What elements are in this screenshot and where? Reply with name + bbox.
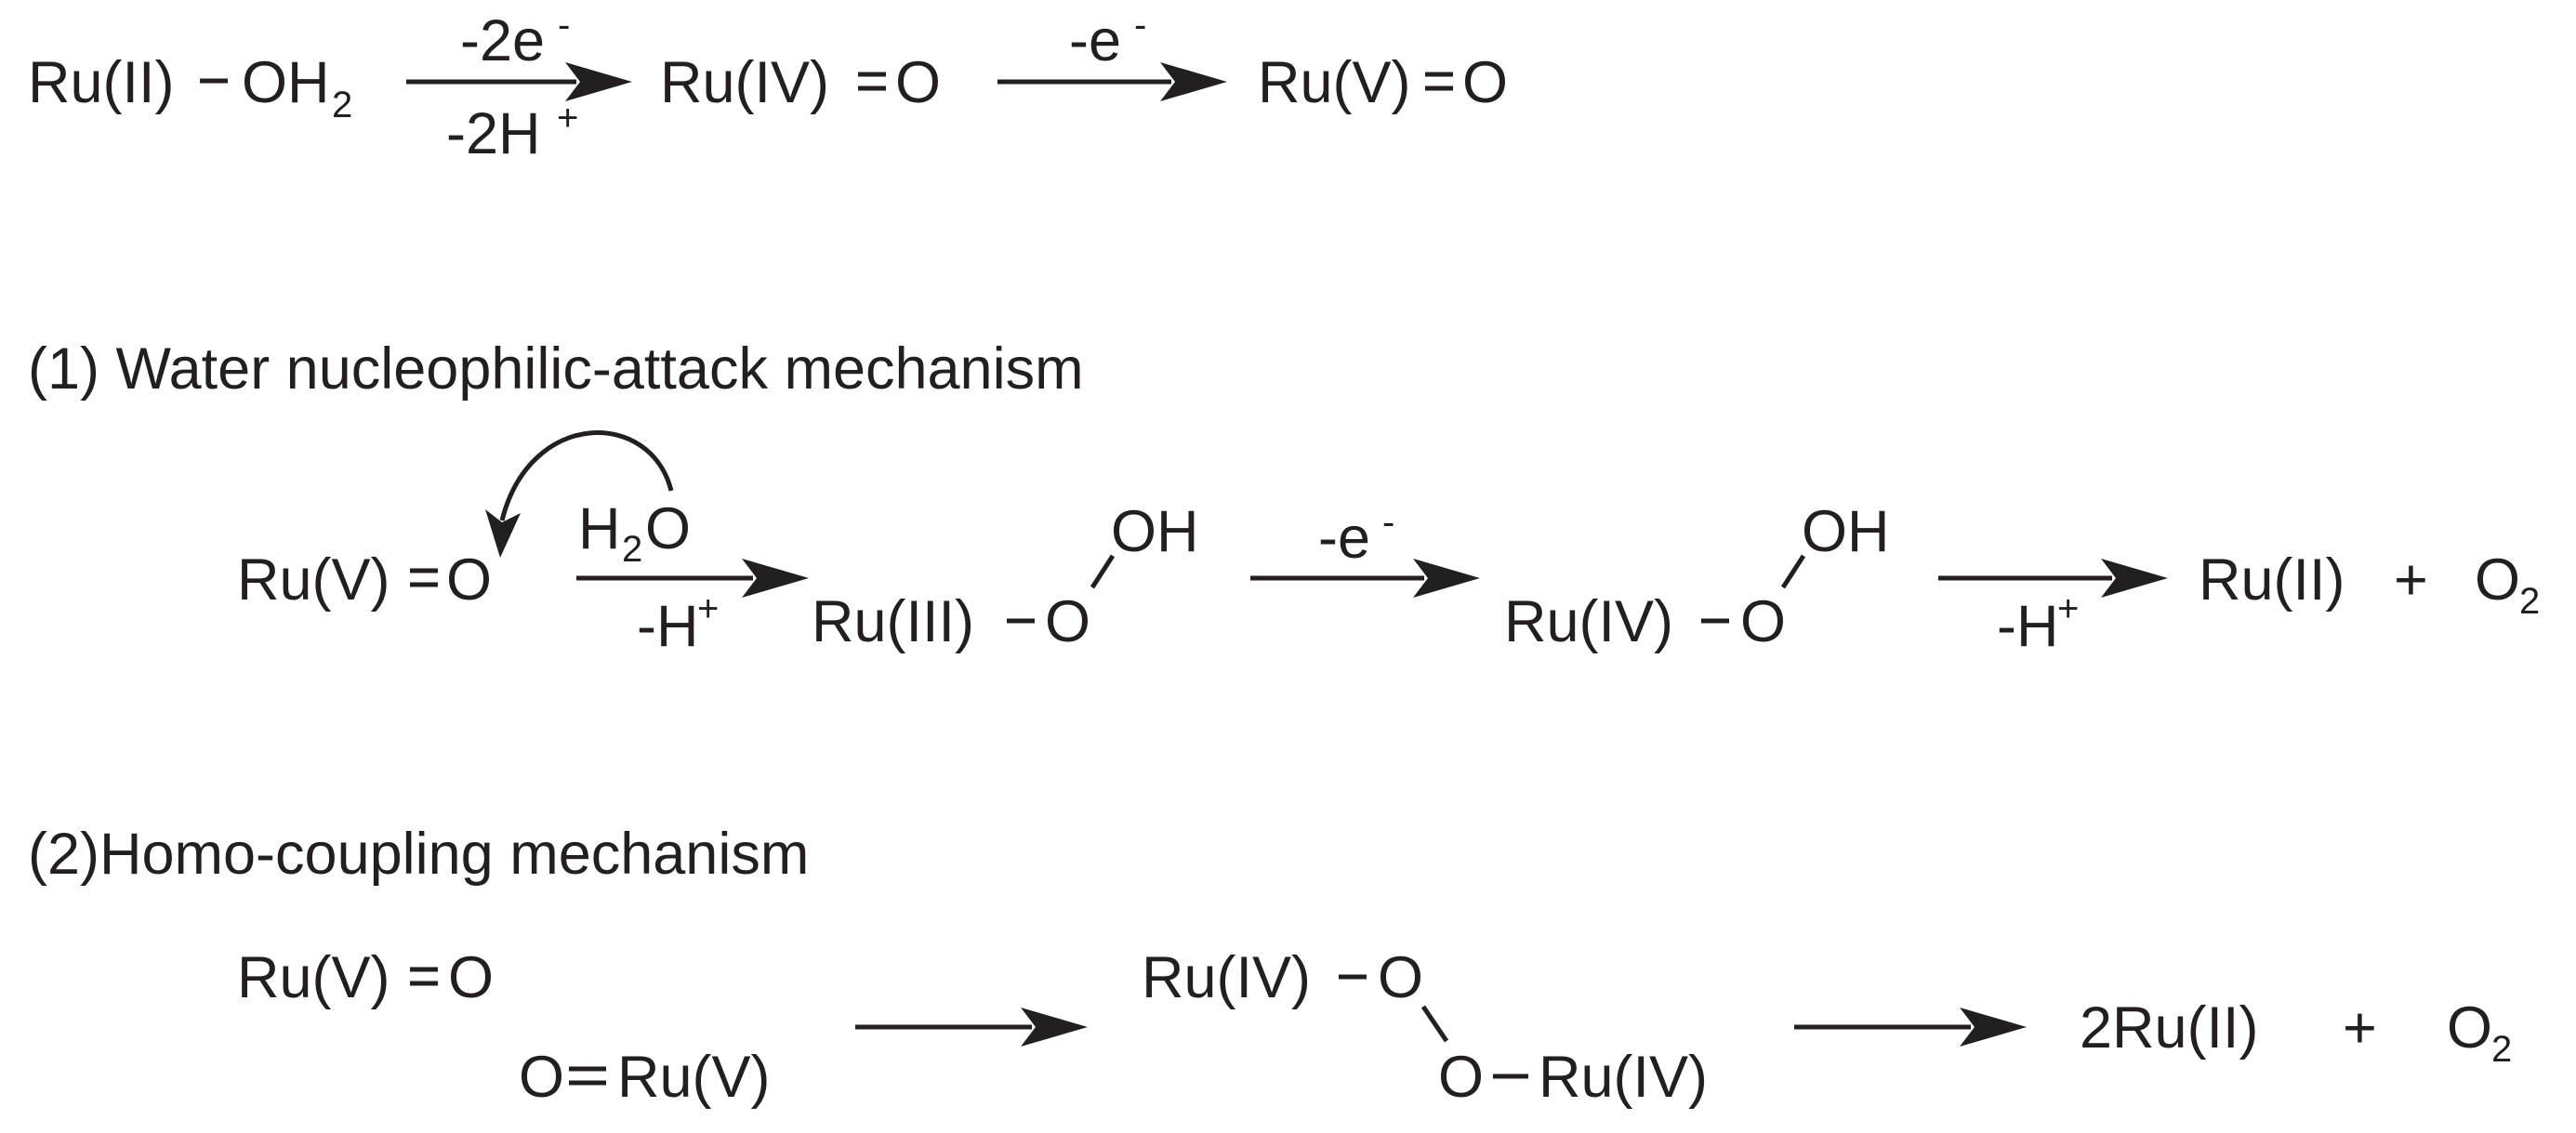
homo-coupling-mechanism: (2)Homo-coupling mechanism Ru(V) O O Ru(…: [28, 822, 2512, 1110]
condition-electron-sup: -: [1134, 5, 1146, 46]
ru-ii-label: Ru(II): [28, 50, 175, 115]
oxygen-label: O: [1740, 589, 1786, 654]
condition-electrons-sup: -: [558, 5, 570, 46]
reaction-arrow-head: [2101, 559, 2168, 598]
mechanism2-heading: (2)Homo-coupling mechanism: [28, 822, 809, 887]
oxygen-label: O: [1045, 589, 1090, 654]
dioxygen-subscript: 2: [2491, 1029, 2512, 1070]
reaction-arrow-head: [1960, 1008, 2027, 1047]
reaction-arrow-head: [1160, 62, 1227, 101]
curved-arrow-head: [485, 509, 521, 558]
o-o-bond: [1420, 1005, 1449, 1043]
condition-protons-sup: +: [557, 98, 578, 138]
reaction-arrow-head: [742, 559, 809, 598]
oxygen-label: O: [1438, 1045, 1484, 1110]
oxygen-label: O: [1378, 945, 1423, 1010]
dioxygen-label: O: [2475, 547, 2520, 613]
two-ru-ii-label: 2Ru(II): [2080, 995, 2259, 1061]
ru-ii-label: Ru(II): [2199, 547, 2345, 613]
oxo-label: O: [895, 50, 941, 115]
reaction-arrow-head-shape: [565, 62, 632, 101]
water-h: H: [578, 496, 621, 561]
water-sub: 2: [622, 529, 642, 570]
ru-v-label: Ru(V): [617, 1045, 771, 1110]
condition-electron: -e: [1318, 506, 1370, 571]
ru-iii-label: Ru(III): [812, 589, 974, 654]
reaction-arrow-head: [1413, 559, 1480, 598]
hydroxyl-label: OH: [1802, 499, 1890, 564]
oxo-label: O: [446, 547, 492, 613]
activation-row: Ru(II) OH 2 -2e - -2H + Ru(IV) O -e - Ru…: [28, 5, 1508, 166]
dioxygen-label: O: [2447, 995, 2492, 1061]
oxo-label: O: [1462, 50, 1508, 115]
ru-v-label: Ru(V): [237, 547, 390, 613]
aqua-subscript: 2: [332, 85, 352, 125]
condition-proton-sup: +: [2057, 588, 2079, 629]
condition-proton: -H: [1997, 594, 2058, 659]
mechanism1-heading: (1) Water nucleophilic-attack mechanism: [28, 336, 1084, 402]
ru-v-label: Ru(V): [237, 945, 390, 1010]
condition-protons: -2H: [446, 101, 541, 166]
ru-iv-label: Ru(IV): [1539, 1045, 1708, 1110]
ru-iv-label: Ru(IV): [1142, 945, 1311, 1010]
water-o: O: [645, 496, 691, 561]
reaction-arrow-head: [1021, 1008, 1088, 1047]
aqua-ligand: OH: [242, 50, 330, 115]
hydroxyl-label: OH: [1111, 499, 1199, 564]
condition-electrons: -2e: [460, 8, 545, 73]
condition-proton: -H: [637, 594, 698, 659]
o-o-bond: [1780, 554, 1806, 589]
condition-proton-sup: +: [697, 588, 719, 629]
curved-arrow-icon: [499, 430, 674, 521]
ru-iv-label: Ru(IV): [660, 50, 829, 115]
o-o-bond: [1090, 554, 1116, 589]
ru-v-label: Ru(V): [1258, 50, 1411, 115]
oxo-label: O: [519, 1045, 564, 1110]
condition-electron: -e: [1069, 8, 1121, 73]
condition-electron-sup: -: [1382, 502, 1394, 543]
plus-sign: +: [2343, 995, 2377, 1061]
dioxygen-subscript: 2: [2519, 581, 2540, 622]
plus-sign: +: [2394, 547, 2428, 613]
water-nucleophilic-attack-mechanism: (1) Water nucleophilic-attack mechanism …: [28, 336, 2540, 659]
oxo-label: O: [448, 945, 494, 1010]
ru-iv-label: Ru(IV): [1504, 589, 1673, 654]
